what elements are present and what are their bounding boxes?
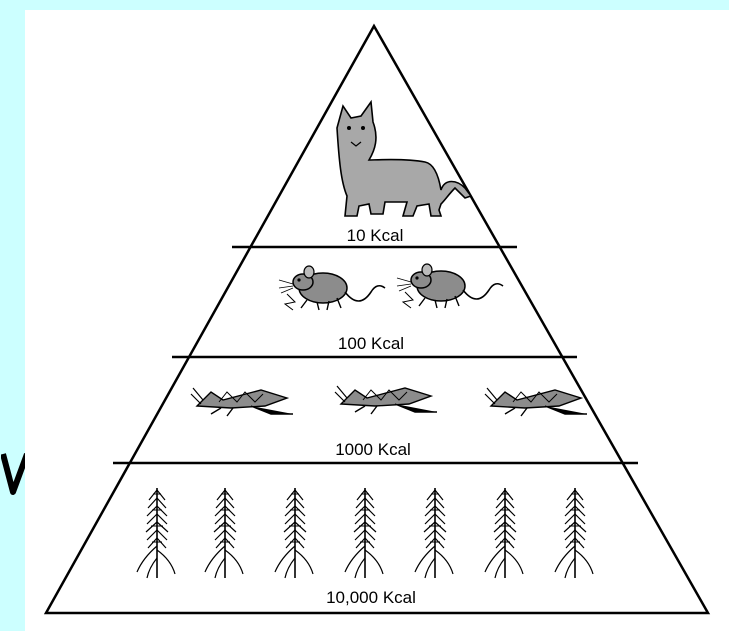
tier-4-label: 10,000 Kcal	[326, 588, 416, 607]
energy-pyramid: 10 Kcal 100 Kcal 1000 Kcal 10,000 Kcal	[25, 10, 729, 631]
diagram-panel: 10 Kcal 100 Kcal 1000 Kcal 10,000 Kcal	[25, 10, 729, 631]
tier-2-label: 100 Kcal	[338, 334, 404, 353]
pyramid-outline	[46, 26, 708, 613]
tier-3-label: 1000 Kcal	[335, 440, 411, 459]
tier-1-label: 10 Kcal	[347, 226, 404, 245]
